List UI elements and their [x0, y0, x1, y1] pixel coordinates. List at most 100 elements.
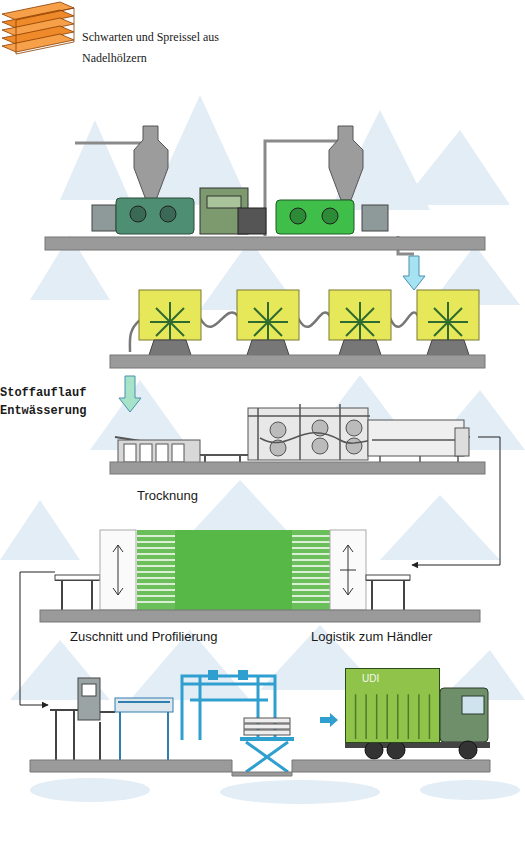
conveyor — [200, 455, 248, 462]
stage-caption: Zuschnitt und Profilierung — [70, 629, 290, 645]
cargo-rib — [418, 694, 420, 739]
floor — [110, 355, 485, 368]
conveyor — [50, 710, 78, 760]
conveyor — [55, 580, 100, 610]
tank — [139, 290, 201, 340]
floor — [110, 462, 485, 474]
forming-machine — [312, 438, 328, 454]
forming-machine — [248, 404, 370, 460]
tank — [150, 302, 190, 340]
truck-cab — [440, 688, 488, 742]
finishing-line — [244, 724, 290, 729]
scissor-lift — [246, 742, 288, 772]
defibration-line — [207, 196, 241, 208]
conveyor — [366, 580, 410, 610]
belt-section — [368, 420, 464, 456]
finishing-line — [82, 684, 96, 696]
lift — [100, 530, 136, 610]
truck-lettering: UDI — [362, 673, 439, 685]
tank — [237, 290, 299, 358]
defibration-line — [45, 126, 485, 290]
forming-machine — [270, 422, 286, 438]
headbox — [118, 440, 200, 464]
flow-arrow — [320, 713, 338, 727]
motor — [92, 205, 116, 231]
wood-pile — [16, 8, 74, 54]
tank — [248, 302, 288, 340]
dryer — [366, 575, 410, 580]
dryer-zone — [175, 530, 292, 610]
watermark-trees — [220, 780, 380, 804]
finishing-line — [208, 670, 218, 680]
floor — [45, 237, 485, 250]
feeder — [238, 208, 266, 234]
stage-caption: Stoffauflauf Entwässerung — [0, 384, 100, 420]
tank — [237, 290, 299, 340]
watermark-trees — [420, 780, 520, 800]
cargo-rib — [386, 694, 388, 739]
dryer — [340, 545, 356, 595]
motor — [362, 205, 388, 231]
stage-caption: Schwarten und Spreissel aus Nadelhölzern — [82, 27, 232, 69]
defibration-line — [130, 206, 146, 222]
defibration-line — [322, 208, 338, 224]
forming-machine — [156, 444, 168, 462]
cargo-rib — [355, 694, 357, 739]
forming-machine — [346, 420, 362, 436]
tank — [428, 302, 468, 340]
finishing-line — [100, 712, 115, 760]
cargo-ribs — [345, 668, 440, 743]
watermark-trees — [60, 95, 510, 210]
profiler — [115, 698, 173, 712]
truck-cargo-box: UDI — [345, 668, 440, 743]
stage-caption: Logistik zum Händler — [311, 629, 511, 645]
cargo-rib — [365, 694, 367, 739]
finishing-line — [240, 737, 294, 741]
floor — [40, 610, 480, 622]
cyclone — [134, 126, 168, 200]
flow-arrow — [403, 256, 425, 290]
dryer-zone — [292, 530, 330, 610]
wood-pile — [2, 2, 74, 54]
wheel — [459, 741, 477, 759]
finishing-line — [118, 702, 170, 760]
dryer-zone — [137, 530, 175, 610]
tank — [329, 290, 391, 340]
tank — [340, 302, 380, 340]
saw — [78, 678, 100, 720]
tank — [329, 290, 391, 358]
tank — [139, 290, 201, 358]
forming-machine — [124, 444, 136, 462]
flow-arrow — [119, 376, 141, 412]
floor — [30, 760, 490, 776]
finishing-line — [462, 696, 484, 714]
cargo-rib — [408, 694, 410, 739]
watermark-trees — [30, 778, 150, 802]
forming-machine — [455, 428, 469, 456]
refiner — [116, 198, 194, 234]
wheel — [387, 741, 405, 759]
forming-machine — [346, 438, 362, 454]
watermark-trees — [0, 95, 525, 804]
stock-tanks — [110, 290, 485, 412]
defibration-line — [160, 206, 176, 222]
stage-caption: Trocknung — [137, 488, 287, 504]
lift — [330, 530, 366, 610]
forming-machine — [372, 440, 460, 462]
wheel — [365, 741, 383, 759]
refiner — [276, 200, 354, 234]
dryer — [292, 536, 330, 602]
finishing-line — [244, 730, 290, 735]
dryer — [55, 575, 100, 580]
cargo-rib — [429, 694, 431, 739]
flow-line — [412, 437, 500, 565]
forming-machine — [140, 444, 152, 462]
board-stack — [244, 718, 290, 723]
dryer — [113, 545, 123, 595]
cargo-rib — [397, 694, 399, 739]
cyclone — [329, 126, 363, 200]
defibration-line — [290, 208, 306, 224]
dryer — [137, 536, 175, 602]
